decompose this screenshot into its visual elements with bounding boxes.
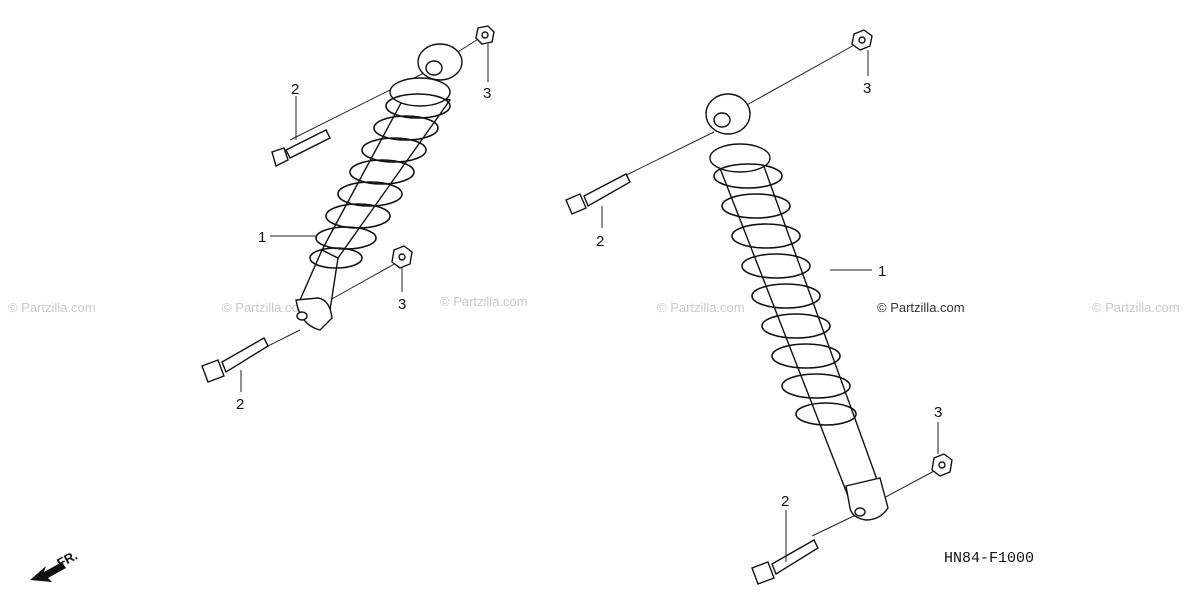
nut-hole [481,31,489,39]
right-bottom-nut [931,453,953,477]
callout-label: 3 [398,296,406,313]
left-spring [309,93,451,269]
callout-label: 3 [863,80,871,97]
left-bottom-bolt [201,337,269,383]
bolt-head [751,561,775,585]
callout-label: 3 [934,404,942,421]
shock-upper-eye [705,93,751,135]
shock-lower-hole [296,311,308,321]
bolt-shaft [583,173,631,208]
nut-hole [858,36,866,44]
leader-line [329,261,399,301]
watermark: © Partzilla.com [222,300,310,315]
bolt-shaft [285,129,331,159]
shock-upper-cap [389,77,451,107]
nut-hole [398,253,406,261]
copyright-label: © Partzilla.com [877,300,965,315]
right-spring [713,163,857,426]
watermark-row: © Partzilla.com © Partzilla.com © Partzi… [8,294,1180,315]
callout-label: 2 [781,493,789,510]
shock-lower-eye [845,477,889,521]
shock-upper-hole [425,60,443,76]
left-shock-absorber [295,43,463,331]
shock-upper-eye [417,43,463,81]
bolt-shaft [771,539,819,576]
right-top-bolt [565,173,631,215]
leader-line [744,43,857,107]
shock-upper-hole [713,112,731,128]
callout-label: 1 [258,229,266,246]
diagram-code: HN84-F1000 [944,550,1034,567]
leader-line [879,469,937,501]
right-top-nut [851,29,873,51]
callout-label: 2 [236,396,244,413]
leader-line [811,513,859,537]
left-top-bolt [271,129,331,168]
watermark: © Partzilla.com [1092,300,1180,315]
nut-hole [938,461,946,469]
left-bottom-nut [391,245,413,269]
bolt-head [201,359,225,383]
bolt-shaft [221,337,269,374]
bolt-head [271,147,289,168]
left-top-nut [475,25,495,45]
callout-label: 3 [483,85,491,102]
watermark: © Partzilla.com [440,294,528,309]
bolt-head [565,193,587,215]
front-direction-indicator: FR. [30,548,80,582]
watermark: © Partzilla.com [8,300,96,315]
shock-upper-cap [709,143,771,173]
watermark: © Partzilla.com [657,300,745,315]
callout-label: 2 [291,81,299,98]
front-arrow-icon [30,562,66,582]
right-shock-absorber [705,93,889,521]
shock-cylinder [321,89,452,259]
shock-cylinder [715,149,881,497]
shock-lower-hole [854,507,866,517]
right-bottom-bolt [751,539,819,585]
callout-label: 2 [596,233,604,250]
right-shock-assembly: 3 2 1 3 2 [565,29,953,585]
callout-label: 1 [878,263,886,280]
left-shock-assembly: 2 3 1 3 2 [201,25,495,413]
